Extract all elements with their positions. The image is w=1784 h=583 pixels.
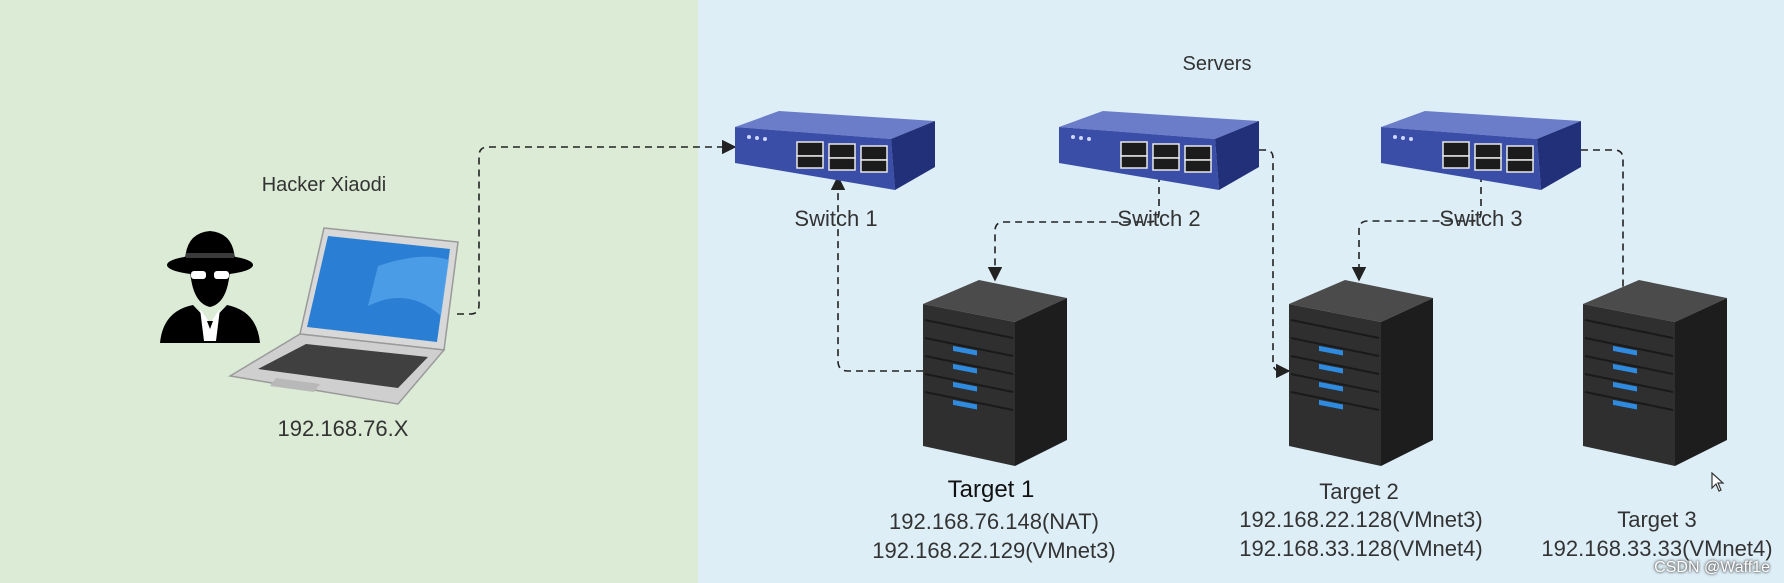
- link-switch-2-to-target-2: [1259, 149, 1291, 379]
- link-target-1-to-switch-1: [830, 175, 923, 372]
- target-3-name: Target 3: [1617, 507, 1697, 532]
- target-2-name: Target 2: [1319, 479, 1399, 504]
- target-3-server-icon: [1583, 280, 1727, 466]
- servers-zone-label: Servers: [1182, 53, 1252, 75]
- target-2-server-icon: [1289, 280, 1433, 466]
- switch-3-icon: [1381, 111, 1581, 190]
- target-2-ip-1: 192.168.22.128(VMnet3): [1239, 507, 1483, 532]
- attacker-ip: 192.168.76.X: [277, 416, 409, 441]
- target-1-ip-2: 192.168.22.129(VMnet3): [872, 538, 1116, 563]
- laptop-icon: [228, 227, 459, 405]
- hacker-icon: [160, 231, 260, 343]
- target-2-ip-2: 192.168.33.128(VMnet4): [1239, 536, 1483, 561]
- target-1-name: Target 1: [947, 476, 1035, 503]
- link-switch-2-to-target-1: [987, 163, 1160, 282]
- switch-2-label: Switch 2: [1117, 206, 1201, 231]
- target-1-server-icon: [923, 280, 1067, 466]
- link-laptop-to-switch-1: [457, 139, 737, 315]
- mouse-cursor-icon: [1711, 472, 1725, 492]
- switch-3-label: Switch 3: [1439, 206, 1523, 231]
- link-switch-3-to-target-2: [1351, 163, 1482, 282]
- switch-1-icon: [735, 111, 935, 190]
- switch-2-icon: [1059, 111, 1259, 190]
- target-1-ip-1: 192.168.76.148(NAT): [889, 509, 1099, 534]
- switch-1-label: Switch 1: [794, 206, 878, 231]
- attacker-label: Hacker Xiaodi: [261, 174, 387, 196]
- target-3-ip-1: 192.168.33.33(VMnet4): [1541, 536, 1773, 561]
- link-switch-3-to-target-3: [1581, 149, 1624, 293]
- watermark: CSDN @Waff1e: [1654, 559, 1770, 576]
- servers-zone: [698, 0, 1784, 583]
